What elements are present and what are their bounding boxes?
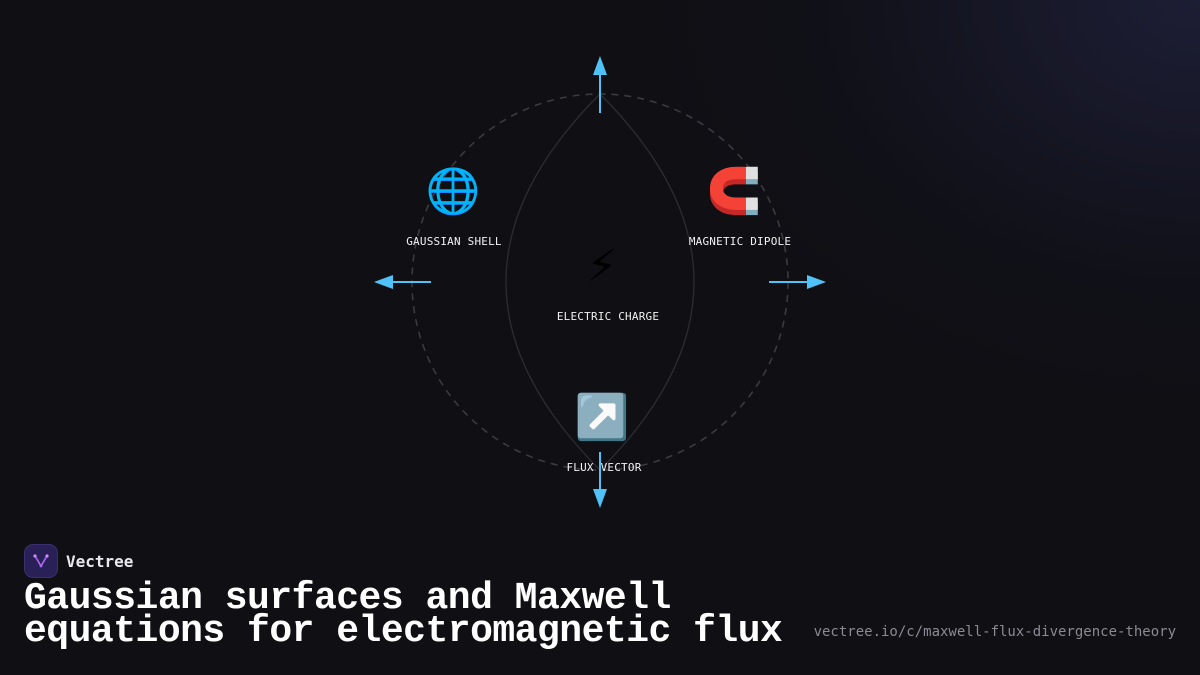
brand: Vectree: [24, 544, 133, 578]
globe-icon: 🌐: [425, 166, 481, 217]
node-label-electric-charge: ELECTRIC CHARGE: [556, 310, 660, 323]
node-label-magnetic-dipole: MAGNETIC DIPOLE: [688, 235, 792, 248]
flux-arrow-right: [769, 275, 826, 289]
arrow-up-right-icon: ↗️: [574, 392, 630, 443]
field-line-left: [505, 93, 601, 471]
vectree-logo-icon: [24, 544, 58, 578]
page-url: vectree.io/c/maxwell-flux-divergence-the…: [813, 624, 1176, 640]
flux-arrow-up: [593, 56, 607, 113]
page-title: Gaussian surfaces and Maxwell equations …: [24, 577, 783, 653]
magnet-icon: 🧲: [706, 166, 762, 217]
lightning-icon: ⚡: [586, 241, 618, 292]
field-line-right: [599, 93, 695, 471]
flux-arrow-down: [593, 452, 607, 508]
node-label-gaussian-shell: GAUSSIAN SHELL: [406, 235, 502, 248]
node-label-flux-vector: FLUX VECTOR: [566, 461, 642, 474]
flux-arrow-left: [374, 275, 431, 289]
brand-name: Vectree: [66, 551, 134, 571]
